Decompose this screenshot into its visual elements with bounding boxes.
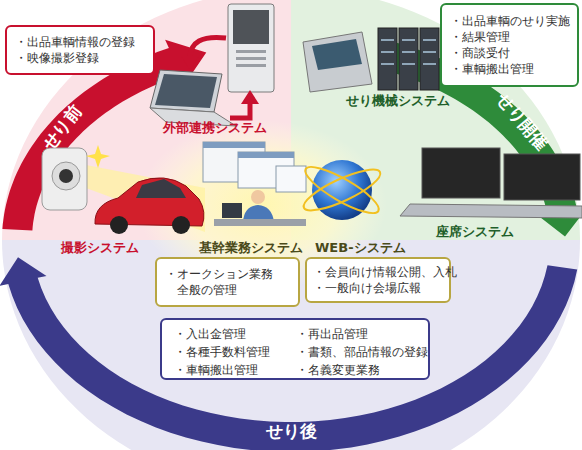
laptop-lid — [150, 70, 222, 112]
system-box: 基幹業務システム・オークション業務 全般の管理 — [155, 257, 300, 307]
car-wheel — [172, 216, 190, 234]
server-body — [228, 4, 274, 92]
system-label: せり機械システム — [330, 92, 465, 110]
box-heading: 基幹業務システム — [199, 239, 303, 257]
bullet-text: ・商談受付 — [450, 45, 569, 61]
task-box: ・入出金管理・各種手数料管理・車輌搬出管理 ・再出品管理・書類、部品情報の登録・名… — [160, 318, 430, 380]
bullet-text: ・各種手数料管理 — [174, 344, 270, 360]
system-box: WEB-システム・会員向け情報公開、入札・一般向け会場広報 — [305, 257, 451, 303]
system-label: 座席システム — [415, 223, 535, 241]
bullet-text: ・入出金管理 — [174, 326, 246, 342]
box-heading: WEB-システム — [315, 239, 406, 257]
phase-label: せり後 — [241, 420, 341, 443]
car-window — [136, 179, 186, 198]
phase-area — [0, 240, 582, 450]
server-slot — [236, 64, 266, 67]
flow-arrow — [230, 102, 250, 118]
bullet-text: ・一般向け会場広報 — [313, 280, 443, 296]
flow-arrow — [190, 37, 226, 58]
arrow-head — [241, 90, 259, 104]
camera-body — [42, 148, 87, 210]
arrow-head — [181, 56, 199, 70]
seat-monitor — [422, 148, 500, 198]
control-screen — [312, 39, 362, 70]
car-body — [95, 178, 204, 226]
car-wheel — [110, 216, 128, 234]
control-desk — [303, 32, 372, 92]
bullet-text: ・結果管理 — [450, 29, 569, 45]
seat-monitor — [504, 154, 580, 200]
globe-orbit — [300, 159, 384, 220]
server-slot — [236, 50, 266, 53]
monitor — [222, 203, 242, 218]
app-window — [276, 166, 306, 192]
server-rack — [378, 28, 397, 90]
bullet-text: ・オークション業務 全般の管理 — [165, 266, 290, 298]
callout-box: ・出品車輌のせり実施・結果管理・商談受付・車輌搬出管理 — [440, 3, 579, 87]
globe-orbit — [299, 162, 384, 217]
bullet-text: ・出品車輌のせり実施 — [450, 13, 569, 29]
rack-lights — [381, 40, 436, 64]
server-slot — [236, 57, 266, 60]
app-titlebar — [203, 142, 265, 148]
bullet-text: ・車輌搬出管理 — [450, 61, 569, 77]
server-rack — [399, 28, 418, 90]
callout-box: ・出品車輌情報の登録・映像撮影登録 — [5, 25, 155, 75]
seat-table — [400, 204, 582, 218]
server-rack — [420, 28, 439, 90]
desk — [214, 219, 306, 226]
system-label: 外部連携システム — [145, 119, 285, 137]
server-panel — [233, 10, 269, 44]
bullet-text: ・名義変更業務 — [296, 362, 380, 378]
bullet-text: ・車輌搬出管理 — [174, 362, 258, 378]
camera-lens — [52, 162, 80, 190]
laptop-screen — [155, 74, 217, 108]
bullet-text: ・再出品管理 — [296, 326, 368, 342]
bullet-text: ・映像撮影登録 — [15, 50, 145, 66]
bullet-text: ・会員向け情報公開、入札 — [313, 264, 443, 280]
camera-lens — [59, 169, 73, 183]
phase-area — [291, 0, 582, 240]
phase-arrow — [0, 257, 577, 450]
app-titlebar — [238, 152, 294, 158]
bullet-text: ・出品車輌情報の登録 — [15, 34, 145, 50]
system-label: 撮影システム — [45, 239, 155, 257]
bullet-text: ・書類、部品情報の登録 — [296, 344, 428, 360]
operator-head — [251, 190, 265, 204]
flash-star — [86, 145, 110, 168]
